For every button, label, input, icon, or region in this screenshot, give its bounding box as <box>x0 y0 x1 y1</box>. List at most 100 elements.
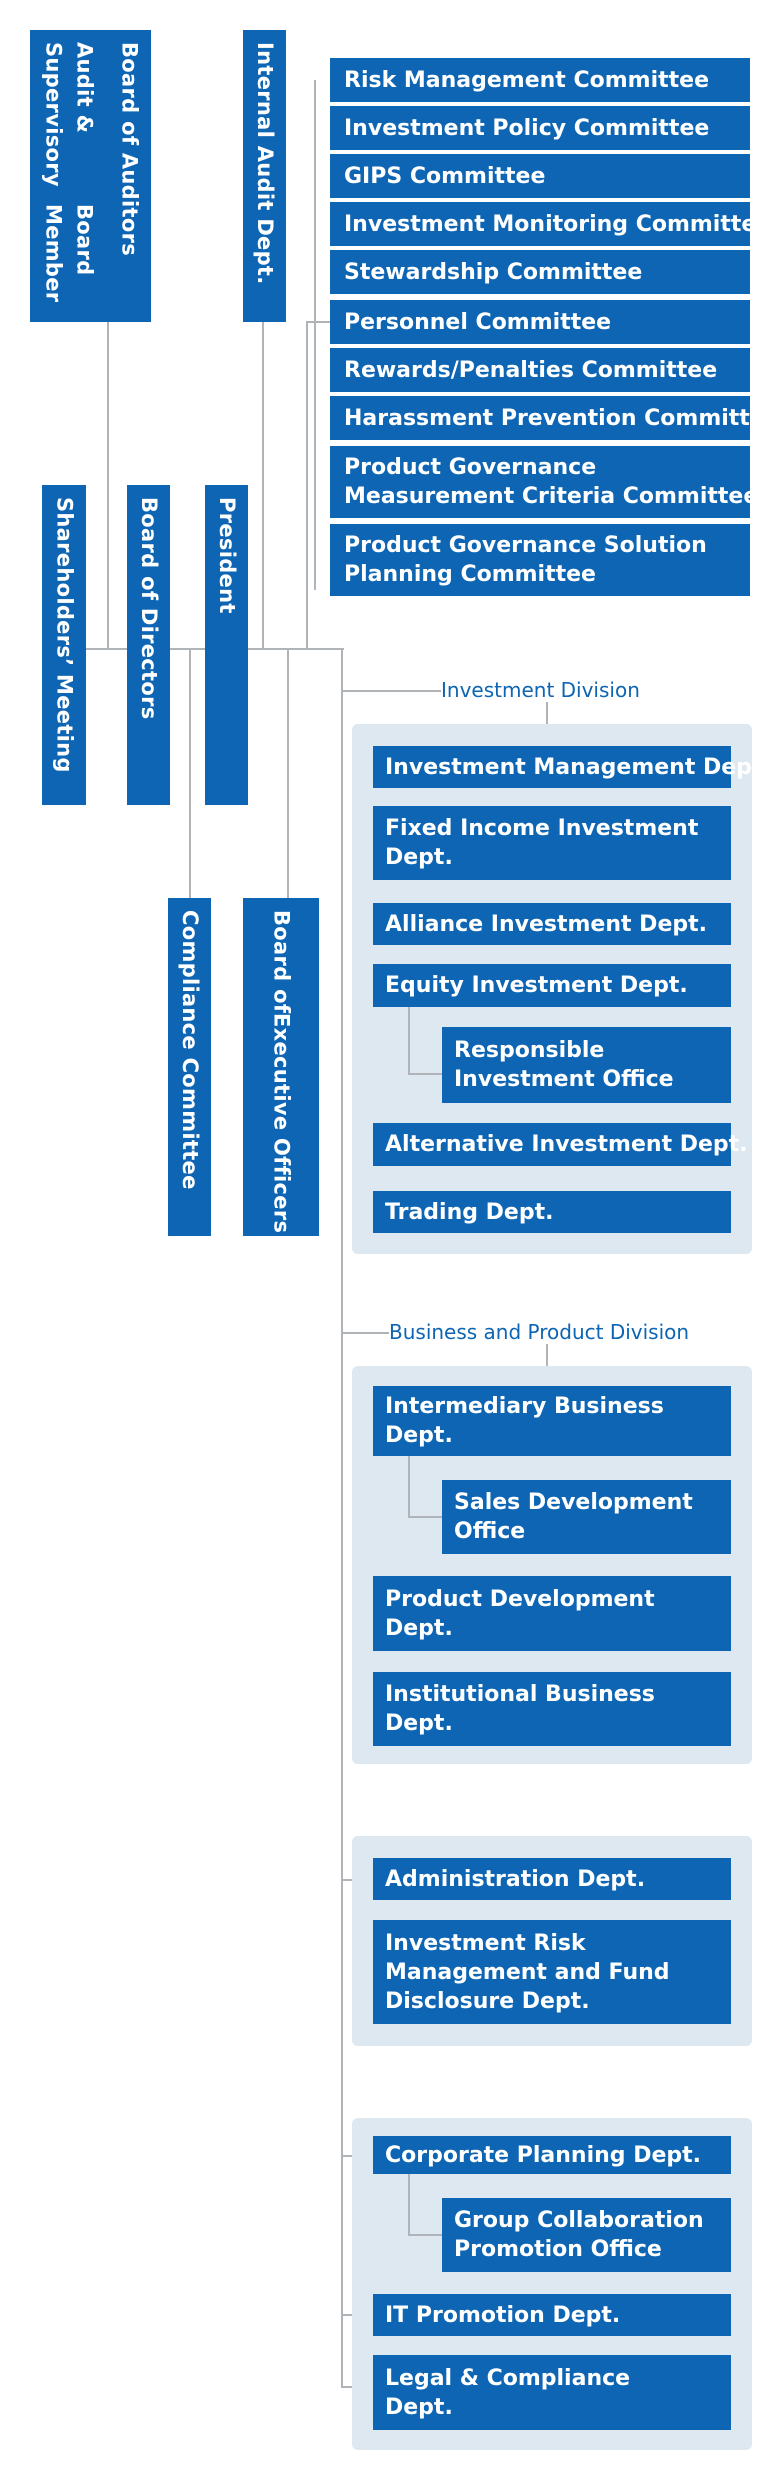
dept-equity-investment: Equity Investment Dept. <box>373 964 731 1007</box>
dept-institutional-business: Institutional Business Dept. <box>373 1672 731 1746</box>
executive-officers-line-1: Board of <box>269 910 294 1014</box>
connector-compliance-committee <box>189 648 191 898</box>
dept-it-promotion: IT Promotion Dept. <box>373 2294 731 2336</box>
board-of-executive-officers-box: Board of Executive Officers <box>243 898 319 1236</box>
office-label-line-2: Office <box>454 1519 526 1544</box>
committee-label: Investment Monitoring Committee <box>344 211 772 237</box>
connector-org-spine <box>341 648 343 2388</box>
committee-label: Investment Policy Committee <box>344 115 710 141</box>
office-responsible-investment: Responsible Investment Office <box>442 1027 731 1103</box>
connector-sales-office-v <box>408 1456 410 1518</box>
dept-label: Administration Dept. <box>385 1866 646 1892</box>
dept-investment-management: Investment Management Dept. <box>373 746 771 788</box>
committee-investment-monitoring: Investment Monitoring Committee <box>330 202 772 246</box>
dept-label: Investment Management Dept. <box>385 754 771 780</box>
committee-investment-policy: Investment Policy Committee <box>330 106 750 150</box>
dept-label: Alliance Investment Dept. <box>385 911 707 937</box>
connector-committees-spine <box>306 321 308 650</box>
connector-to-org-spine <box>288 648 343 650</box>
office-label-line-1: Sales Development <box>454 1490 693 1515</box>
dept-label-line-2: Dept. <box>385 845 453 870</box>
dept-trading: Trading Dept. <box>373 1191 731 1233</box>
business-division-label: Business and Product Division <box>389 1320 690 1344</box>
connector-investment-drop <box>546 702 548 724</box>
connector-responsible-office-v <box>408 1007 410 1075</box>
committee-label: Stewardship Committee <box>344 259 643 285</box>
committee-label: Personnel Committee <box>344 309 612 335</box>
committee-label-line-2: Measurement Criteria Committee <box>344 484 759 509</box>
connector-business-division <box>341 1332 389 1334</box>
office-label-line-1: Responsible <box>454 1038 605 1063</box>
committee-harassment-prevention: Harassment Prevention Committee <box>330 396 780 440</box>
connector-group-collab-h <box>408 2234 442 2236</box>
dept-label-line-3: Disclosure Dept. <box>385 1988 590 2014</box>
committee-label-line-2: Planning Committee <box>344 562 596 587</box>
committee-product-governance-measurement: Product Governance Measurement Criteria … <box>330 446 759 518</box>
committee-risk-management: Risk Management Committee <box>330 58 750 102</box>
committee-label: Harassment Prevention Committee <box>344 405 780 431</box>
president-box: President <box>205 485 248 805</box>
dept-label-line-2: Dept. <box>385 1423 453 1448</box>
investment-division-label: Investment Division <box>441 678 640 702</box>
committee-gips: GIPS Committee <box>330 154 750 198</box>
committee-label-line-1: Product Governance <box>344 455 597 480</box>
dept-alliance-investment: Alliance Investment Dept. <box>373 903 731 945</box>
dept-label-line-2: Dept. <box>385 2394 453 2420</box>
shareholders-meeting-box: Shareholders’ Meeting <box>42 485 86 805</box>
compliance-committee-box: Compliance Committee <box>168 898 211 1236</box>
dept-label: Alternative Investment Dept. <box>385 1132 748 1157</box>
connector-sales-office-h <box>408 1516 442 1518</box>
compliance-committee-label: Compliance Committee <box>178 910 202 1190</box>
dept-label-line-1: Product Development <box>385 1586 655 1612</box>
dept-legal-compliance: Legal & Compliance Dept. <box>373 2355 731 2430</box>
dept-label-line-1: Fixed Income Investment <box>385 816 699 841</box>
executive-officers-line-2: Executive Officers <box>269 1013 294 1234</box>
committee-label: GIPS Committee <box>344 163 546 189</box>
board-of-auditors-box: Board of Auditors <box>107 30 151 322</box>
committee-label: Rewards/Penalties Committee <box>344 357 718 383</box>
dept-fixed-income-investment: Fixed Income Investment Dept. <box>373 806 731 880</box>
dept-administration: Administration Dept. <box>373 1858 731 1900</box>
office-label-line-1: Group Collaboration <box>454 2208 704 2233</box>
committee-stewardship: Stewardship Committee <box>330 250 750 294</box>
dept-label-line-2: Management and Fund <box>385 1959 670 1985</box>
dept-investment-risk-management: Investment Risk Management and Fund Disc… <box>373 1920 731 2024</box>
committee-label-line-1: Product Governance Solution <box>344 533 707 558</box>
internal-audit-dept-box: Internal Audit Dept. <box>243 30 286 322</box>
dept-label-line-1: Intermediary Business <box>385 1394 664 1419</box>
dept-label: IT Promotion Dept. <box>385 2302 621 2328</box>
connector-committees-bracket <box>314 80 316 590</box>
dept-product-development: Product Development Dept. <box>373 1576 731 1651</box>
dept-label: Corporate Planning Dept. <box>385 2142 702 2168</box>
dept-label-line-2: Dept. <box>385 1711 453 1736</box>
dept-label-line-1: Legal & Compliance <box>385 2365 631 2391</box>
president-label: President <box>215 497 239 614</box>
dept-alternative-investment: Alternative Investment Dept. <box>373 1123 748 1166</box>
dept-label-line-2: Dept. <box>385 1615 453 1641</box>
connector-investment-division <box>341 690 441 692</box>
connector-committees-top <box>306 321 331 323</box>
committee-product-governance-solution: Product Governance Solution Planning Com… <box>330 524 750 596</box>
office-label-line-2: Promotion Office <box>454 2237 662 2262</box>
committee-label: Risk Management Committee <box>344 67 709 93</box>
committee-personnel: Personnel Committee <box>330 300 750 344</box>
office-group-collaboration-promotion: Group Collaboration Promotion Office <box>442 2198 731 2272</box>
office-label-line-2: Investment Office <box>454 1067 674 1092</box>
committee-rewards-penalties: Rewards/Penalties Committee <box>330 348 750 392</box>
dept-label: Trading Dept. <box>385 1199 554 1225</box>
board-of-directors-label: Board of Directors <box>137 497 161 720</box>
internal-audit-dept-label: Internal Audit Dept. <box>253 42 277 285</box>
shareholders-meeting-label: Shareholders’ Meeting <box>52 497 77 773</box>
dept-label-line-1: Investment Risk <box>385 1930 586 1956</box>
connector-group-collab-v <box>408 2174 410 2236</box>
dept-label-line-1: Institutional Business <box>385 1682 655 1707</box>
connector-responsible-office-h <box>408 1073 442 1075</box>
dept-intermediary-business: Intermediary Business Dept. <box>373 1386 731 1456</box>
connector-auditors <box>107 322 109 650</box>
connector-executive-officers <box>287 648 289 898</box>
connector-business-drop <box>546 1344 548 1366</box>
office-sales-development: Sales Development Office <box>442 1480 731 1554</box>
dept-label: Equity Investment Dept. <box>385 973 688 998</box>
board-of-directors-box: Board of Directors <box>127 485 170 805</box>
